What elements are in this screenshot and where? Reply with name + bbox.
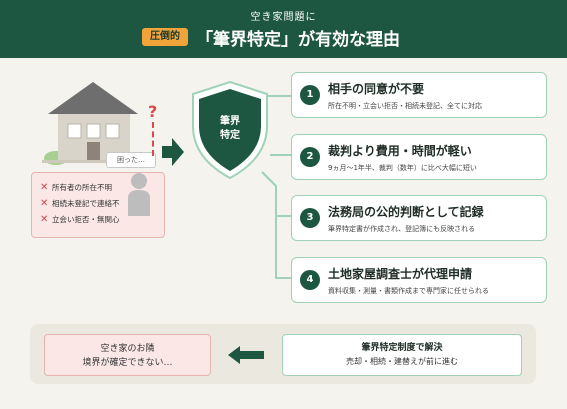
reason-title: 裁判より費用・時間が軽い xyxy=(328,144,472,158)
reason-title: 法務局の公的判断として記録 xyxy=(328,205,484,219)
reason-desc: 9ヵ月〜1年半、裁判（数年）に比べ大幅に短い xyxy=(328,164,477,172)
reason-desc: 資料収集・測量・書類作成まで専門家に任せられる xyxy=(328,287,489,295)
cross-icon: ✕ xyxy=(40,213,49,225)
reason-card-3: 3 法務局の公的判断として記録 筆界特定書が作成され、登記簿にも反映される xyxy=(291,195,547,241)
shield-icon xyxy=(192,80,268,180)
reason-desc: 筆界特定書が作成され、登記簿にも反映される xyxy=(328,225,476,233)
reason-card-1: 1 相手の同意が不要 所在不明・立会い拒否・相続未登記、全てに対応 xyxy=(291,72,547,118)
boundary-dashed-line xyxy=(152,122,154,156)
reason-desc: 所在不明・立会い拒否・相続未登記、全てに対応 xyxy=(328,102,482,110)
problem-item: ✕相続未登記で連絡不 xyxy=(40,197,120,209)
reason-title: 相手の同意が不要 xyxy=(328,82,425,96)
problem-item: ✕立会い拒否・無関心 xyxy=(40,213,120,225)
question-mark: ? xyxy=(148,102,158,121)
speech-bubble: 困った… xyxy=(106,152,156,168)
reason-card-2: 2 裁判より費用・時間が軽い 9ヵ月〜1年半、裁判（数年）に比べ大幅に短い xyxy=(291,134,547,180)
problem-item: ✕所有者の所在不明 xyxy=(40,181,112,193)
arrow-left-icon xyxy=(228,346,264,364)
page-title: 「筆界特定」が有効な理由 xyxy=(196,30,400,50)
header-banner: 空き家問題に 圧倒的 「筆界特定」が有効な理由 xyxy=(0,0,567,58)
person-icon xyxy=(128,173,150,216)
arrow-right-icon xyxy=(162,138,184,166)
number-badge: 2 xyxy=(300,147,320,167)
solution-summary: 筆界特定制度で解決 売却・相続・建替えが前に進む xyxy=(282,334,522,376)
header-badge: 圧倒的 xyxy=(142,28,188,46)
shield-label: 筆界 特定 xyxy=(220,116,240,141)
solution-desc: 売却・相続・建替えが前に進む xyxy=(346,357,458,366)
number-badge: 4 xyxy=(300,270,320,290)
problem-summary: 空き家のお隣 境界が確定できない… xyxy=(44,334,211,376)
cross-icon: ✕ xyxy=(40,181,49,193)
solution-title: 筆界特定制度で解決 xyxy=(361,343,443,353)
reason-title: 土地家屋調査士が代理申請 xyxy=(328,267,473,281)
number-badge: 3 xyxy=(300,208,320,228)
number-badge: 1 xyxy=(300,85,320,105)
reason-card-4: 4 土地家屋調査士が代理申請 資料収集・測量・書類作成まで専門家に任せられる xyxy=(291,257,547,303)
header-subtitle: 空き家問題に xyxy=(250,12,317,23)
cross-icon: ✕ xyxy=(40,197,49,209)
